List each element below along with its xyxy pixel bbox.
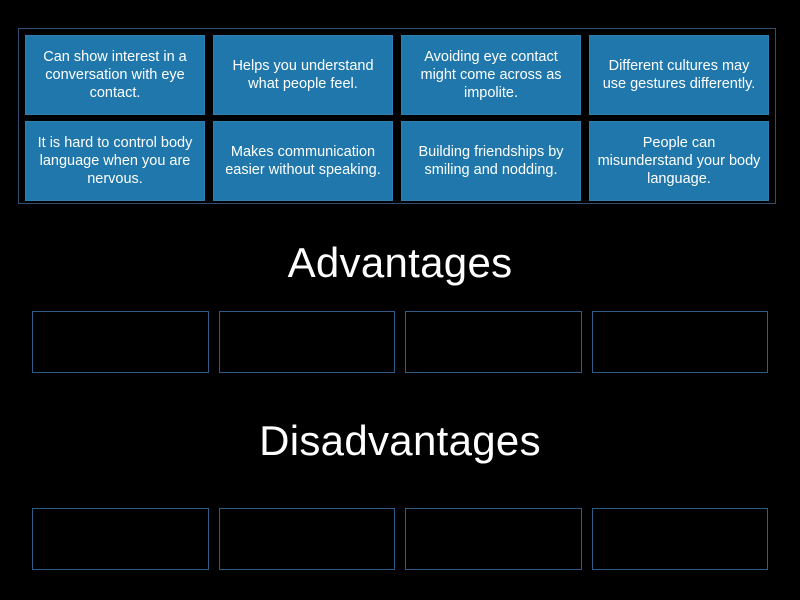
draggable-tile[interactable]: Different cultures may use gestures diff… (589, 35, 769, 115)
draggable-tile[interactable]: Helps you understand what people feel. (213, 35, 393, 115)
category-heading-disadvantages: Disadvantages (259, 417, 541, 464)
draggable-tile[interactable]: Building friendships by smiling and nodd… (401, 121, 581, 201)
draggable-tile[interactable]: Can show interest in a conversation with… (25, 35, 205, 115)
draggable-tile[interactable]: Makes communication easier without speak… (213, 121, 393, 201)
word-bank-row-2: It is hard to control body language when… (25, 121, 769, 201)
dropzone-advantages-2[interactable] (218, 311, 395, 373)
dropzone-row-disadvantages (32, 508, 768, 570)
draggable-tile[interactable]: Avoiding eye contact might come across a… (401, 35, 581, 115)
dropzone-advantages-1[interactable] (32, 311, 209, 373)
word-bank-row-1: Can show interest in a conversation with… (25, 35, 769, 115)
category-heading-advantages: Advantages (287, 239, 513, 286)
draggable-tile[interactable]: People can misunderstand your body langu… (589, 121, 769, 201)
draggable-tile[interactable]: It is hard to control body language when… (25, 121, 205, 201)
dropzone-advantages-4[interactable] (591, 311, 768, 373)
dropzone-disadvantages-4[interactable] (591, 508, 768, 570)
dropzone-row-advantages (32, 311, 768, 373)
dropzone-disadvantages-3[interactable] (405, 508, 582, 570)
dropzone-disadvantages-1[interactable] (32, 508, 209, 570)
word-bank: Can show interest in a conversation with… (18, 28, 776, 204)
dropzone-disadvantages-2[interactable] (218, 508, 395, 570)
dropzone-advantages-3[interactable] (405, 311, 582, 373)
